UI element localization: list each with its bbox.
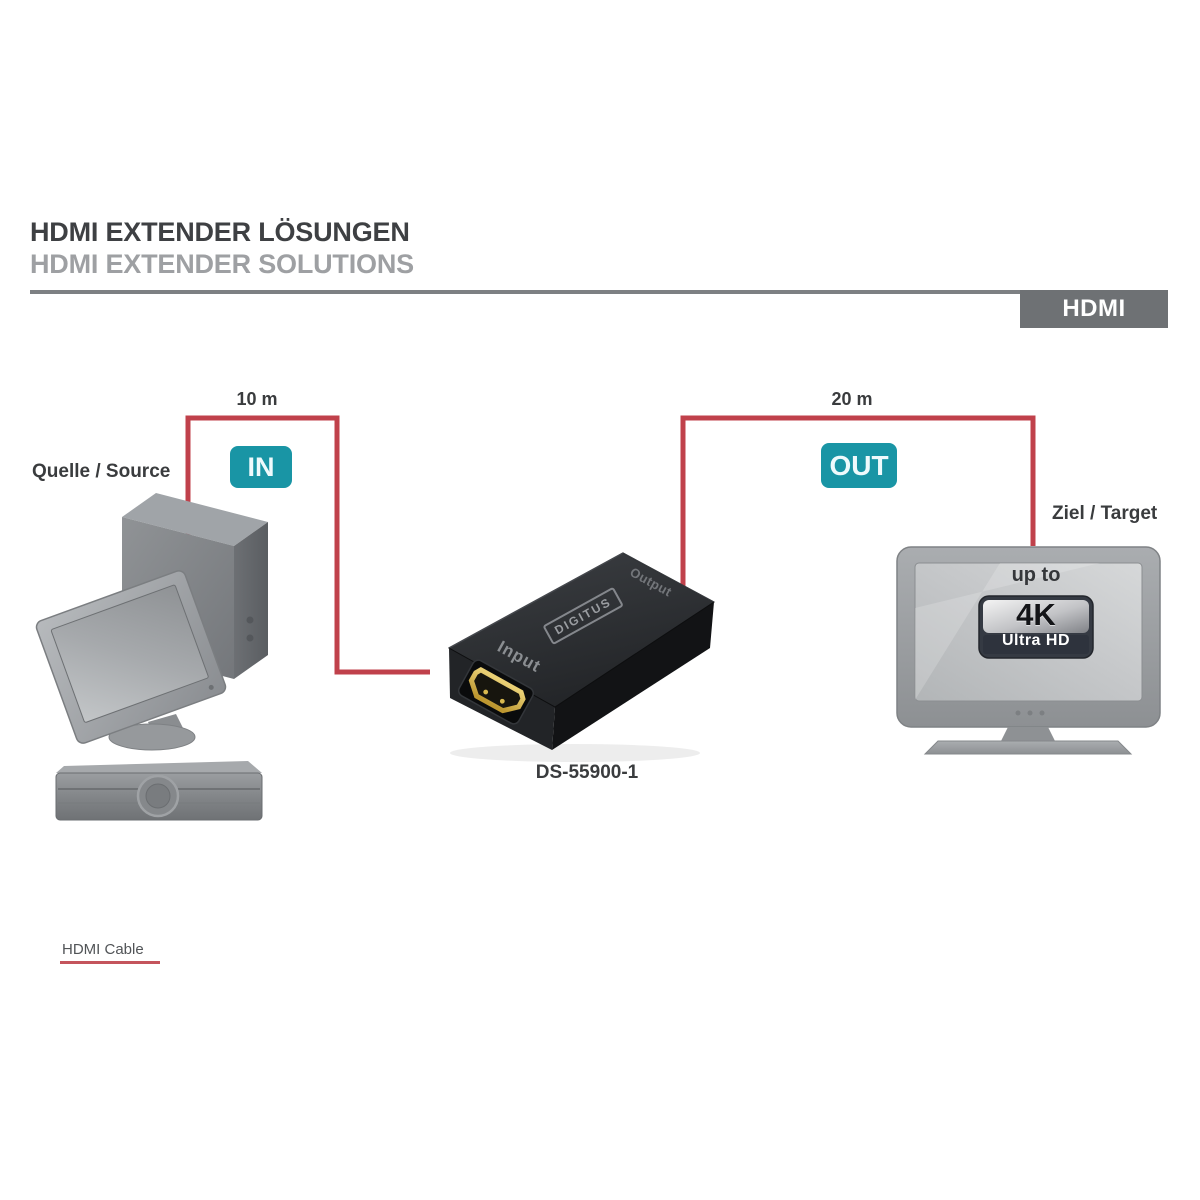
tv-stand-neck <box>1001 727 1055 741</box>
tv-stand-base <box>923 740 1133 755</box>
legend-hdmi-cable-label: HDMI Cable <box>62 941 144 958</box>
page-title-en: HDMI EXTENDER SOLUTIONS <box>30 249 414 279</box>
in-badge: IN <box>230 446 292 488</box>
header-rule <box>30 290 1168 294</box>
category-badge-label: HDMI <box>1062 295 1126 322</box>
extender-model-label: DS-55900-1 <box>535 762 639 783</box>
target-label: Ziel / Target <box>1052 503 1158 524</box>
monitor-icon <box>35 570 227 744</box>
tv-4k-badge <box>978 595 1094 659</box>
tv-ultrahd-label: Ultra HD <box>1001 632 1070 649</box>
cable-out-path <box>680 415 1036 592</box>
cable-in-length-label: 10 m <box>236 389 278 409</box>
target-tv <box>896 546 1161 755</box>
tv-resolution-label: 4K <box>1016 597 1056 632</box>
category-badge-hdmi: HDMI <box>1020 290 1168 328</box>
tv-upto-label: up to <box>1011 564 1061 586</box>
in-badge-label: IN <box>247 451 275 482</box>
hdmi-cables <box>185 415 1036 675</box>
legend-hdmi-cable-swatch <box>60 961 160 964</box>
media-player-icon <box>55 761 263 821</box>
source-label: Quelle / Source <box>32 461 171 482</box>
cable-out-length-label: 20 m <box>831 389 873 409</box>
hdmi-extender-device <box>447 552 715 762</box>
out-badge: OUT <box>821 443 897 488</box>
hdmi-input-port-icon <box>457 659 535 725</box>
out-badge-label: OUT <box>829 449 889 481</box>
page-title-de: HDMI EXTENDER LÖSUNGEN <box>30 217 410 247</box>
cable-in-path <box>185 415 430 675</box>
monitor-base <box>108 723 196 751</box>
source-computer <box>35 493 268 821</box>
